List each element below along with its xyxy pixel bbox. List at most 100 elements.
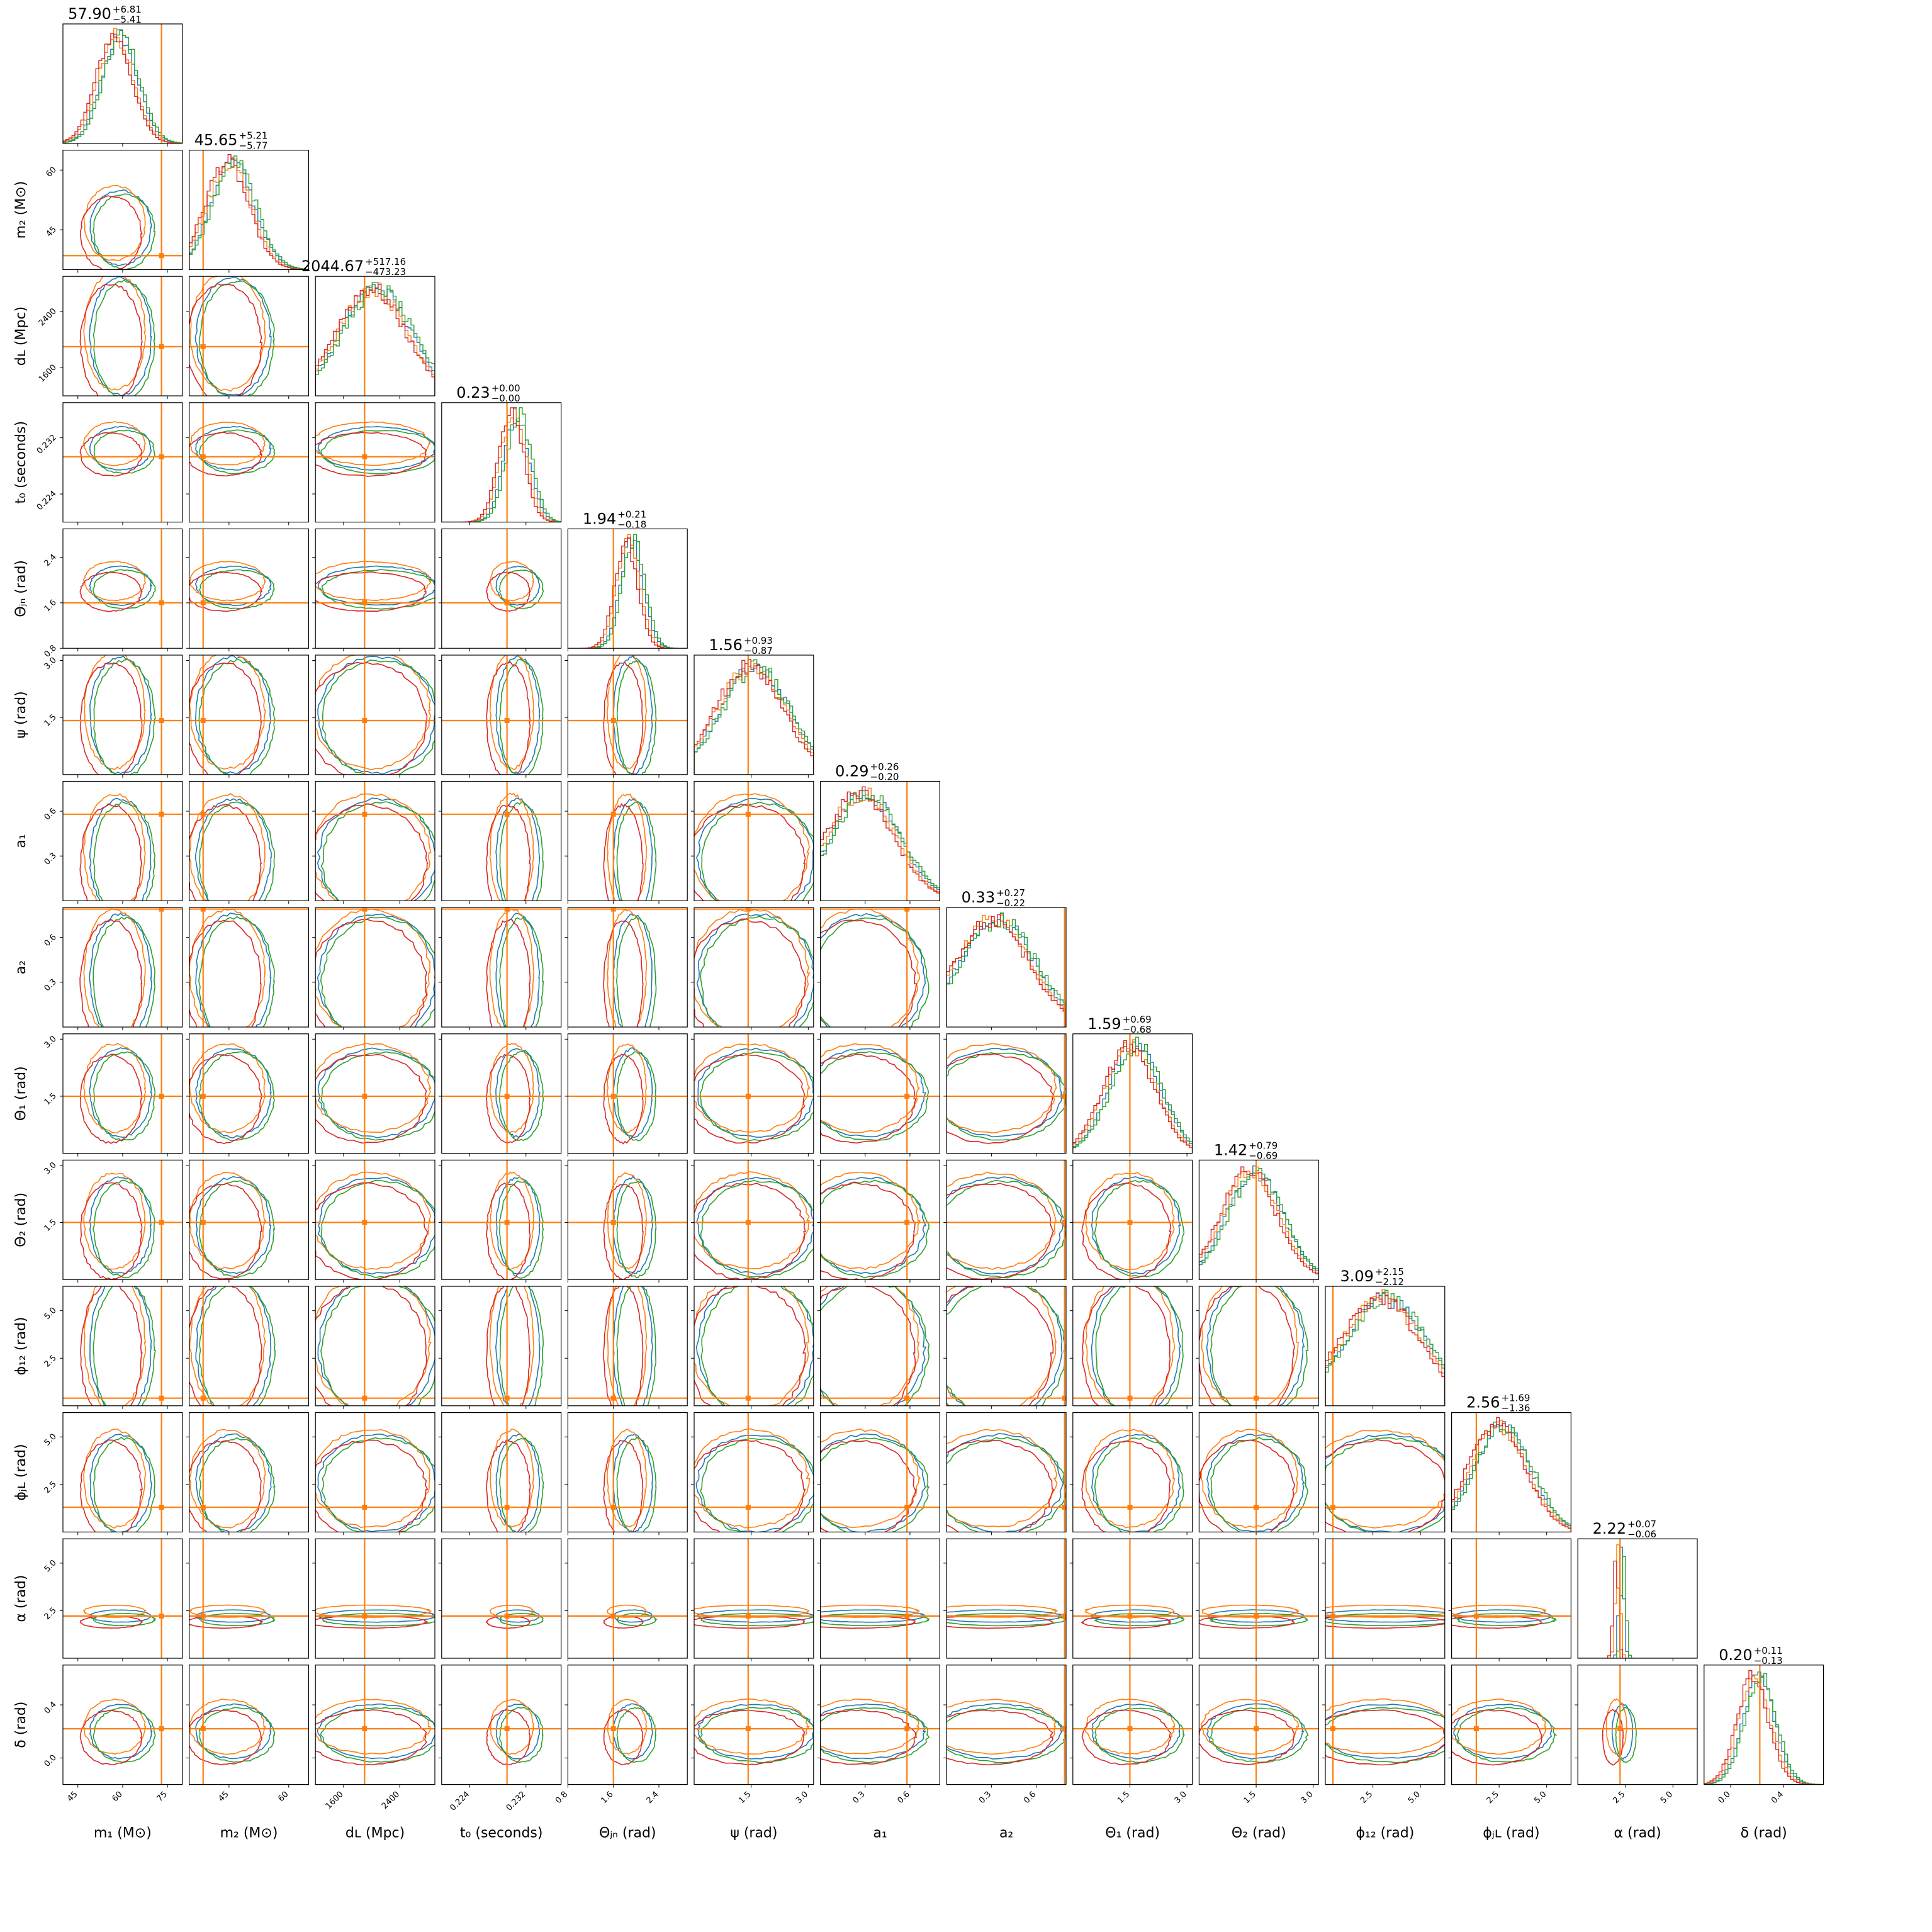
title-plus-phijl: +1.69: [1502, 1393, 1530, 1404]
y-tick-label-dL: 2400: [37, 306, 59, 328]
truth-marker: [504, 1505, 510, 1510]
contour-dL-a2-series-1: [315, 908, 430, 1027]
contour-panel-m1-psi: 1.53.0: [43, 654, 183, 778]
panel-frame: [62, 1538, 183, 1659]
contour-panel-m1-phi12: 2.55.0: [43, 1286, 183, 1409]
contour-theta_jn-psi-series-0: [613, 655, 653, 775]
contour-dL-theta_jn-series-0: [317, 565, 435, 606]
contour-panel-a1-theta1: [817, 1033, 940, 1157]
y-tick-label-a2: 0.3: [43, 977, 59, 993]
x-tick-label-m1: 45: [65, 1790, 79, 1804]
contour-panel-theta_jn-a1: [564, 780, 688, 904]
panel-frame: [189, 907, 310, 1028]
contour-theta_jn-theta2-series-2: [616, 1181, 657, 1279]
contour-panel-theta2-alpha: [1196, 1538, 1319, 1661]
x-axis-label-theta2: Θ₂ (rad): [1232, 1826, 1286, 1841]
contour-theta_jn-delta-series-1: [607, 1699, 648, 1755]
contour-panel-dL-t0: [312, 402, 435, 525]
contour-panel-dL-a1: [312, 780, 435, 904]
panel-frame: [567, 1665, 688, 1785]
y-tick-label-theta1: 1.5: [43, 1091, 59, 1107]
contour-panel-theta_jn-phijl: [564, 1412, 688, 1536]
title-minus-alpha: −0.06: [1627, 1529, 1656, 1540]
title-phi12: 3.09+2.15−2.12: [1340, 1266, 1403, 1288]
truth-marker: [362, 907, 368, 912]
panel-frame: [946, 1033, 1067, 1154]
title-theta_jn: 1.94+0.21−0.18: [583, 508, 646, 530]
contour-psi-theta1-series-1: [694, 1043, 811, 1133]
panel-frame: [315, 1033, 435, 1154]
panel-frame: [315, 1412, 435, 1533]
contour-theta2-phi12-series-0: [1206, 1286, 1305, 1406]
contour-psi-delta-series-2: [699, 1707, 814, 1763]
contour-theta_jn-psi-series-2: [616, 660, 657, 775]
panel-frame: [1072, 1033, 1193, 1154]
truth-marker: [610, 1726, 616, 1732]
panel-frame: [315, 1159, 435, 1280]
contour-phi12-alpha-series-0: [1325, 1609, 1445, 1623]
contour-a2-theta1-series-3: [946, 1053, 1054, 1144]
truth-marker: [200, 344, 206, 349]
x-axis-label-psi: ψ (rad): [730, 1826, 777, 1841]
panel-frame: [694, 907, 814, 1028]
panel-frame: [694, 1159, 814, 1280]
y-tick-label-t0: 0.224: [35, 489, 59, 512]
contour-a2-alpha-series-2: [946, 1612, 1066, 1627]
contour-panel-theta_jn-phi12: [564, 1286, 688, 1409]
panel-frame: [315, 780, 435, 901]
y-tick-label-theta_jn: 2.4: [43, 553, 59, 568]
truth-marker: [504, 600, 510, 605]
panel-frame: [189, 1665, 310, 1785]
contour-theta1-theta2-series-3: [1081, 1182, 1172, 1280]
contour-panel-m1-theta2: 1.53.0: [43, 1159, 183, 1283]
hist-alpha-series-2: [1578, 1556, 1697, 1658]
contour-m1-dL-series-3: [79, 284, 143, 396]
contour-m2-theta1-series-2: [198, 1051, 275, 1142]
contour-panel-a1-theta2: [817, 1159, 940, 1283]
contour-m1-a1-series-3: [79, 803, 143, 901]
y-tick-label-a1: 0.6: [43, 806, 59, 822]
contour-panel-dL-psi: [312, 654, 435, 778]
hist-m1-series-2: [63, 29, 183, 143]
contour-m2-phi12-series-1: [189, 1286, 266, 1406]
x-tick-label-theta_jn: 1.6: [599, 1790, 615, 1806]
contour-phi12-delta-series-0: [1325, 1704, 1445, 1759]
contour-t0-phi12-series-0: [495, 1286, 541, 1406]
panel-frame: [694, 654, 814, 775]
truth-marker: [504, 811, 510, 817]
contour-m1-theta_jn-series-2: [93, 569, 156, 610]
x-tick-label-dL: 2400: [380, 1790, 402, 1811]
contour-panel-psi-phijl: [691, 1412, 814, 1536]
truth-marker: [610, 1093, 616, 1099]
panel-frame: [315, 528, 435, 649]
contour-phi12-delta-series-3: [1325, 1709, 1445, 1766]
contour-a1-theta2-series-2: [820, 1179, 929, 1279]
y-tick-label-phijl: 5.0: [43, 1432, 59, 1448]
hist-psi-series-1: [694, 659, 814, 775]
panel-frame: [1198, 1286, 1319, 1407]
contour-m2-alpha-series-2: [199, 1612, 276, 1627]
panel-frame: [62, 1412, 183, 1533]
panel-frame: [315, 654, 435, 775]
truth-marker: [904, 1505, 910, 1510]
contour-dL-theta1-series-1: [315, 1042, 432, 1133]
contour-t0-delta-series-1: [490, 1699, 534, 1755]
contour-panel-theta2-phijl: [1196, 1412, 1319, 1536]
truth-marker: [745, 1093, 751, 1099]
truth-marker: [504, 717, 510, 723]
panel-frame: [1072, 1665, 1193, 1785]
truth-marker: [610, 1395, 616, 1401]
contour-phijl-delta-series-0: [1453, 1704, 1553, 1760]
truth-marker: [1062, 1505, 1066, 1510]
contour-m2-dL-series-1: [189, 276, 266, 392]
contour-m2-t0-series-2: [198, 429, 276, 475]
contour-a1-theta2-series-1: [820, 1171, 921, 1271]
contour-dL-delta-series-1: [315, 1699, 432, 1755]
contour-dL-theta_jn-series-2: [321, 569, 435, 610]
contour-theta_jn-phi12-series-2: [616, 1286, 657, 1406]
x-axis-label-phi12: ϕ₁₂ (rad): [1356, 1826, 1414, 1841]
